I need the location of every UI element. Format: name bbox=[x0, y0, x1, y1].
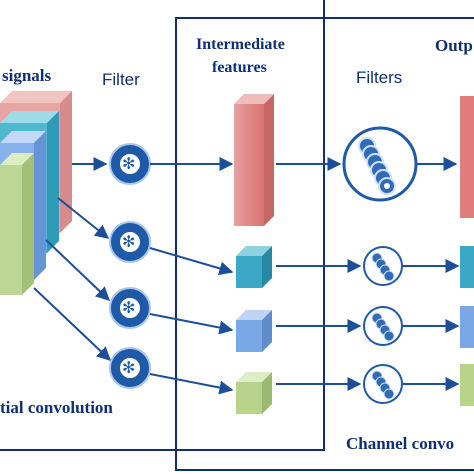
channel-filters-large bbox=[342, 126, 418, 202]
filter-disc-1 bbox=[109, 143, 151, 185]
output-block-green bbox=[460, 364, 474, 406]
filter-disc-2 bbox=[109, 221, 151, 263]
asterisk-icon: ✻ bbox=[122, 154, 136, 173]
channel-convolution-frame bbox=[175, 17, 474, 471]
intermediate-feature-blue bbox=[236, 310, 272, 352]
signals-label: signals bbox=[2, 66, 52, 85]
channel-filters-small-2 bbox=[363, 306, 403, 346]
arrow-signal-to-filter-3 bbox=[45, 239, 111, 301]
output-block-cyan bbox=[460, 246, 474, 288]
output-block-blue bbox=[460, 306, 474, 348]
filter-disc-4 bbox=[109, 347, 151, 389]
asterisk-icon: ✻ bbox=[122, 358, 136, 377]
output-label: Outp bbox=[435, 36, 473, 55]
arrow-filter-to-feature-4 bbox=[149, 373, 234, 395]
channel-filters-small-3 bbox=[363, 364, 403, 404]
output-block-pink bbox=[460, 96, 474, 218]
arrow-filter-to-feature-2 bbox=[149, 247, 234, 276]
filter-label: Filter bbox=[102, 70, 140, 89]
filters-label: Filters bbox=[356, 68, 403, 87]
channel-convolution-label: Channel convo bbox=[346, 434, 455, 453]
input-signal-stack bbox=[0, 91, 72, 295]
arrow-signal-to-filter-2 bbox=[57, 197, 110, 239]
channel-filters-small-1 bbox=[363, 246, 403, 286]
spatial-convolution-frame bbox=[0, 0, 325, 451]
intermediate-feature-green bbox=[236, 372, 272, 414]
filter-disc-3 bbox=[109, 287, 151, 329]
intermediate-label-line2: features bbox=[212, 59, 267, 76]
asterisk-icon: ✻ bbox=[122, 298, 136, 317]
arrow-signal-to-filter-4 bbox=[33, 287, 112, 361]
intermediate-feature-pink bbox=[234, 94, 274, 226]
spatial-convolution-label: tial convolution bbox=[0, 398, 113, 417]
intermediate-feature-cyan bbox=[236, 246, 272, 288]
asterisk-icon: ✻ bbox=[122, 232, 136, 251]
arrow-filter-to-feature-3 bbox=[149, 313, 234, 335]
intermediate-label-line1: Intermediate bbox=[196, 36, 285, 53]
